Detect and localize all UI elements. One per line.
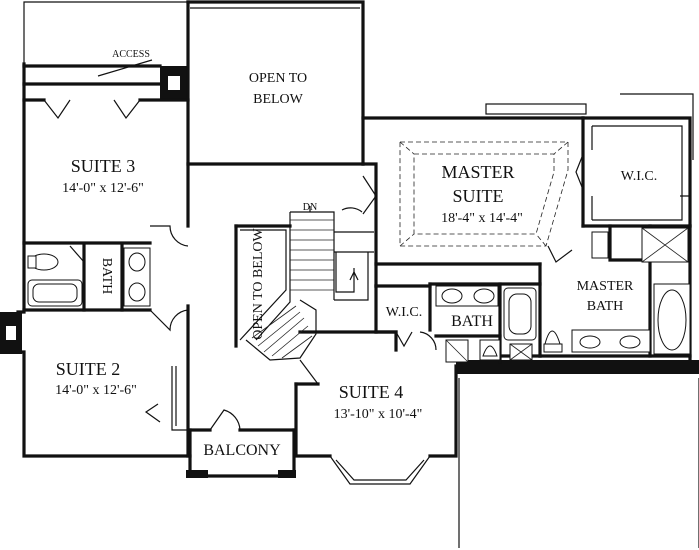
- walls: [0, 0, 699, 485]
- suite4-label: SUITE 4: [339, 382, 404, 402]
- staircase: [234, 206, 374, 361]
- suite4-dimensions: 13'-10" x 10'-4": [334, 407, 423, 422]
- fixtures: [27, 227, 691, 363]
- master-bath-label: MASTER: [577, 279, 634, 294]
- open-to-below-top-label: OPEN TO: [249, 71, 307, 86]
- bath-mid-label: BATH: [451, 313, 493, 330]
- suite2-label: SUITE 2: [56, 359, 121, 379]
- labels: ACCESS OPEN TO BELOW SUITE 3 14'-0" x 12…: [55, 49, 657, 459]
- tray-ceiling: [399, 141, 569, 247]
- bath-left-label: BATH: [99, 258, 114, 295]
- master-bath-label: BATH: [587, 299, 624, 314]
- master-suite-dimensions: 18'-4" x 14'-4": [441, 211, 523, 226]
- balcony-label: BALCONY: [203, 442, 281, 459]
- wic-master-label: W.I.C.: [621, 169, 657, 184]
- suite3-label: SUITE 3: [71, 156, 136, 176]
- doors: [43, 59, 607, 431]
- suite3-dimensions: 14'-0" x 12'-6": [62, 181, 144, 196]
- roof-outline: [23, 1, 699, 548]
- access-label: ACCESS: [112, 49, 150, 60]
- master-suite-label: MASTER: [441, 162, 514, 182]
- dn-label: DN: [303, 202, 317, 213]
- master-suite-label: SUITE: [453, 186, 504, 206]
- open-to-below-top-label: BELOW: [253, 92, 304, 107]
- open-to-below-stair-label: OPEN TO BELOW: [251, 227, 266, 339]
- suite2-dimensions: 14'-0" x 12'-6": [55, 383, 137, 398]
- wic-small-label: W.I.C.: [386, 305, 422, 320]
